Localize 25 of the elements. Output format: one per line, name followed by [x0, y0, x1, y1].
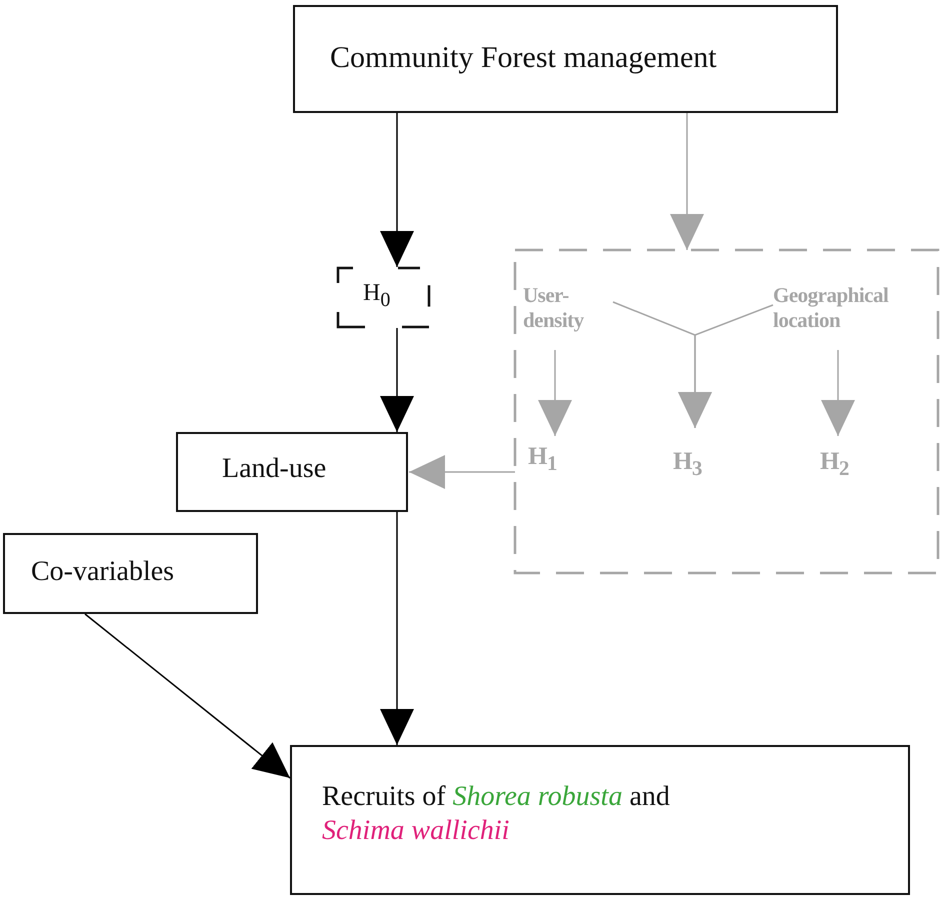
arrow	[380, 113, 414, 267]
hypothesis-label: H$_{1}$	[528, 442, 558, 476]
arrow	[538, 350, 572, 436]
process-box	[3, 533, 258, 614]
dashed-group-box	[515, 250, 938, 573]
node-label: Land-use	[222, 452, 328, 486]
process-box	[293, 5, 838, 113]
arrow	[678, 304, 774, 428]
hypothesis-label: H$_{2}$	[820, 447, 850, 481]
hypothesis-box	[337, 267, 430, 328]
arrow	[821, 350, 855, 436]
arrow	[670, 113, 704, 250]
outcome-box	[290, 745, 910, 895]
arrow	[380, 512, 414, 745]
process-box	[176, 432, 408, 512]
node-label: Community Forest management	[330, 40, 718, 76]
node-label: Co-variables	[31, 555, 176, 589]
arrow	[380, 328, 414, 432]
arrow	[409, 455, 515, 489]
hypothesis-label: H$_{0}$	[363, 279, 392, 312]
hypothesis-label: H$_{3}$	[673, 447, 703, 481]
node-label: Recruits of Shorea robusta and Schima wallichii	[322, 780, 671, 848]
factor-label: Geographical location	[773, 283, 890, 334]
factor-label: User-density	[523, 283, 585, 334]
arrow	[84, 613, 290, 779]
